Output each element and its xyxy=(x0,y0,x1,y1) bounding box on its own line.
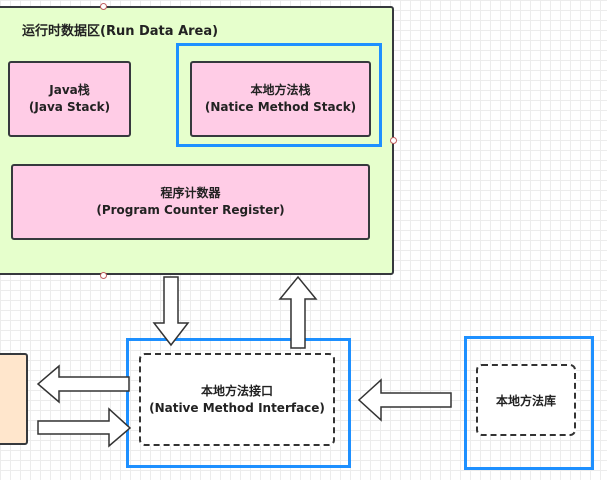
native-method-interface-block: 本地方法接口 (Native Method Interface) xyxy=(139,353,335,446)
execution-engine-block-partial xyxy=(0,353,28,445)
native-method-stack-label-en: (Natice Method Stack) xyxy=(204,100,357,114)
selection-handle-bottom[interactable] xyxy=(100,272,107,279)
native-method-stack-label-cn: 本地方法栈 xyxy=(250,83,311,97)
program-counter-register-block: 程序计数器 (Program Counter Register) xyxy=(11,164,370,240)
native-interface-label-en: (Native Method Interface) xyxy=(149,400,325,415)
arrow-right-to-interface xyxy=(37,407,132,448)
java-stack-label-cn: Java栈 xyxy=(49,83,90,97)
arrow-left-to-engine xyxy=(36,364,130,404)
arrow-up-to-native-stack xyxy=(278,275,318,349)
arrow-down-to-interface xyxy=(152,276,190,347)
pc-register-label-cn: 程序计数器 xyxy=(160,186,221,200)
pc-register-label-en: (Program Counter Register) xyxy=(96,203,285,217)
runtime-data-area-title: 运行时数据区(Run Data Area) xyxy=(22,24,219,39)
native-library-label: 本地方法库 xyxy=(495,393,556,408)
java-stack-block: Java栈 (Java Stack) xyxy=(8,61,131,137)
native-interface-label-cn: 本地方法接口 xyxy=(200,383,273,398)
native-method-library-block: 本地方法库 xyxy=(476,364,576,436)
java-stack-label-en: (Java Stack) xyxy=(28,100,111,114)
native-method-stack-block: 本地方法栈 (Natice Method Stack) xyxy=(190,61,371,137)
selection-handle-top[interactable] xyxy=(100,3,107,10)
native-library-highlight xyxy=(464,336,594,470)
native-method-stack-highlight xyxy=(176,43,382,147)
native-interface-highlight xyxy=(126,338,351,468)
selection-handle-right[interactable] xyxy=(390,137,397,144)
arrow-left-from-library xyxy=(357,378,452,422)
